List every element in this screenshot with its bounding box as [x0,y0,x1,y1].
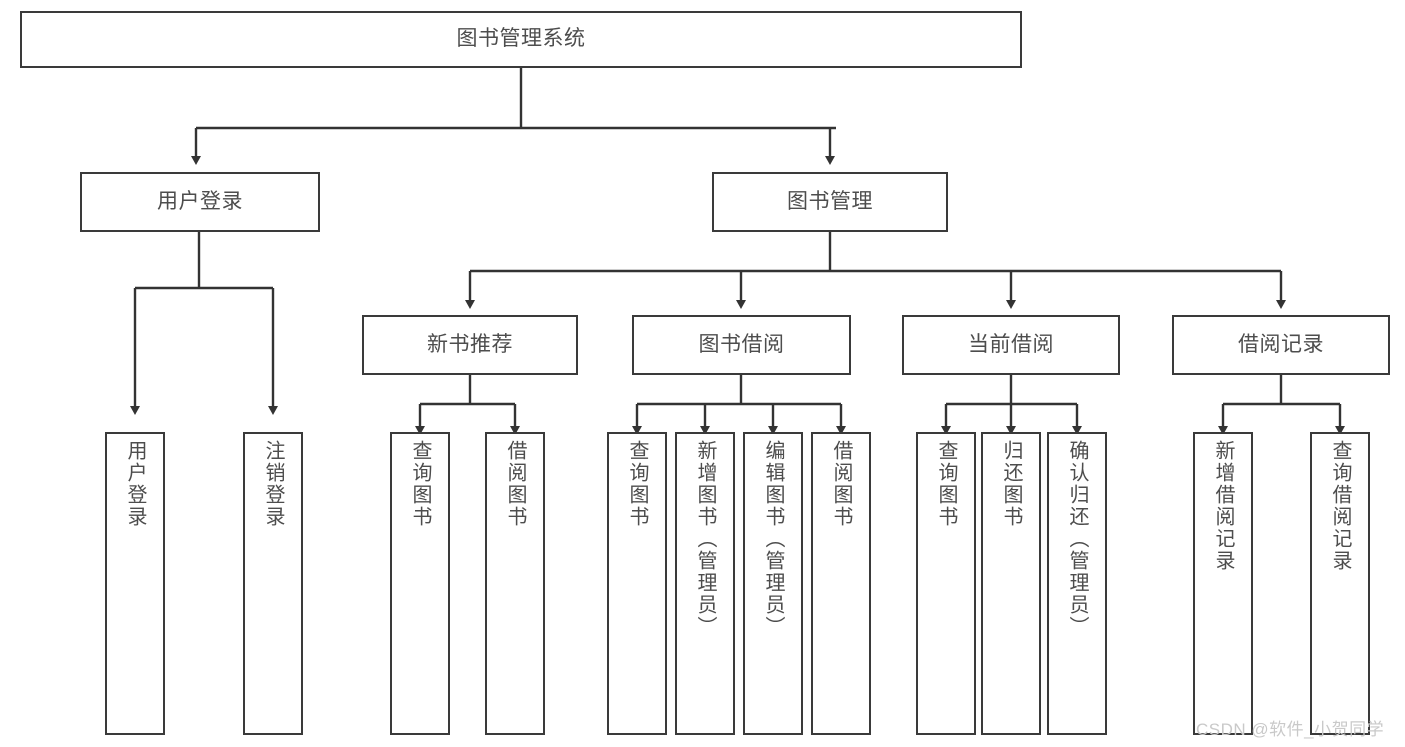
node-bb-query-book-label: 查询图书 [626,440,648,528]
node-current-borrow-label: 当前借阅 [968,332,1054,356]
node-bb-query-book[interactable]: 查询图书 [607,432,667,735]
node-root[interactable]: 图书管理系统 [20,11,1022,68]
node-cb-return-book[interactable]: 归还图书 [981,432,1041,735]
node-cb-query-book[interactable]: 查询图书 [916,432,976,735]
node-cb-return-book-label: 归还图书 [1000,440,1022,528]
node-bb-add-book[interactable]: 新增图书（管理员） [675,432,735,735]
node-current-borrow[interactable]: 当前借阅 [902,315,1120,375]
node-bb-borrow-book-label: 借阅图书 [830,440,852,528]
node-user-logout-label: 注销登录 [262,440,284,528]
node-nb-borrow-book[interactable]: 借阅图书 [485,432,545,735]
node-book-management-label: 图书管理 [787,189,873,213]
node-new-book-recommend[interactable]: 新书推荐 [362,315,578,375]
node-cb-query-book-label: 查询图书 [935,440,957,528]
node-bb-edit-book-label: 编辑图书（管理员） [762,440,784,638]
node-borrow-record-label: 借阅记录 [1238,332,1324,356]
node-root-label: 图书管理系统 [456,27,586,51]
node-br-query-record[interactable]: 查询借阅记录 [1310,432,1370,735]
node-user-login[interactable]: 用户登录 [80,172,320,232]
node-nb-query-book-label: 查询图书 [409,440,431,528]
node-cb-confirm-return[interactable]: 确认归还（管理员） [1047,432,1107,735]
node-bb-borrow-book[interactable]: 借阅图书 [811,432,871,735]
node-br-add-record-label: 新增借阅记录 [1212,440,1234,572]
node-nb-query-book[interactable]: 查询图书 [390,432,450,735]
node-br-add-record[interactable]: 新增借阅记录 [1193,432,1253,735]
node-book-borrow[interactable]: 图书借阅 [632,315,851,375]
node-bb-add-book-label: 新增图书（管理员） [694,440,716,638]
node-br-query-record-label: 查询借阅记录 [1329,440,1351,572]
watermark-text: CSDN @软件_小贺同学 [1196,720,1385,739]
node-user-login-do[interactable]: 用户登录 [105,432,165,735]
node-cb-confirm-return-label: 确认归还（管理员） [1066,440,1088,638]
node-borrow-record[interactable]: 借阅记录 [1172,315,1390,375]
node-book-management[interactable]: 图书管理 [712,172,948,232]
node-new-book-recommend-label: 新书推荐 [427,332,513,356]
node-user-login-do-label: 用户登录 [124,440,146,528]
node-user-logout[interactable]: 注销登录 [243,432,303,735]
node-nb-borrow-book-label: 借阅图书 [504,440,526,528]
node-user-login-label: 用户登录 [157,189,243,213]
node-book-borrow-label: 图书借阅 [698,332,785,356]
node-bb-edit-book[interactable]: 编辑图书（管理员） [743,432,803,735]
